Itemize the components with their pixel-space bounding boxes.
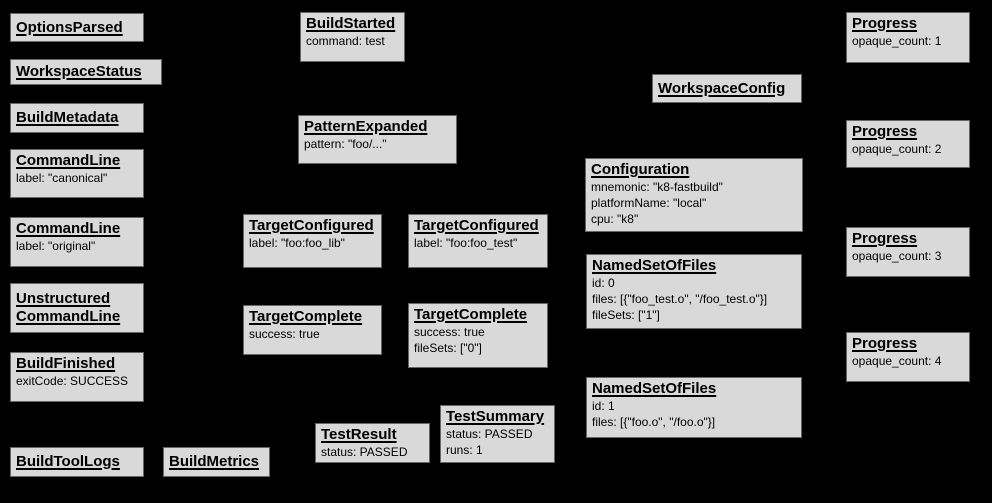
- event-node-build-metadata: BuildMetadata: [10, 103, 144, 133]
- event-node-progress-2: Progress opaque_count: 2: [846, 120, 970, 168]
- node-field: id: 1: [592, 399, 615, 413]
- event-node-build-tool-logs: BuildToolLogs: [10, 447, 144, 477]
- node-title: BuildMetadata: [16, 109, 119, 126]
- event-node-command-line-original: CommandLine label: "original": [10, 217, 144, 267]
- node-title: TestResult: [321, 426, 397, 443]
- node-title: Progress: [852, 15, 918, 32]
- node-title: TargetComplete: [414, 306, 528, 323]
- node-title: PatternExpanded: [304, 118, 428, 135]
- node-title: BuildFinished: [16, 355, 116, 372]
- node-title: BuildToolLogs: [16, 453, 120, 470]
- node-title: TestSummary: [446, 408, 545, 425]
- node-title: Configuration: [591, 161, 690, 178]
- event-node-configuration: Configuration mnemonic: "k8-fastbuild" pla…: [585, 158, 803, 232]
- event-node-test-summary: TestSummary status: PASSED runs: 1: [440, 405, 555, 463]
- node-title: NamedSetOfFiles: [592, 380, 717, 397]
- node-field: opaque_count: 4: [852, 354, 942, 368]
- node-field: success: true: [249, 327, 320, 341]
- node-field: exitCode: SUCCESS: [16, 374, 129, 388]
- node-field: opaque_count: 2: [852, 142, 942, 156]
- event-node-named-set-of-files-1: NamedSetOfFiles id: 1 files: [{"foo.o", "/…: [586, 377, 802, 438]
- node-field: opaque_count: 1: [852, 34, 942, 48]
- node-title: TargetConfigured: [414, 217, 539, 234]
- event-node-target-complete-test: TargetComplete success: true fileSets: ["0…: [408, 303, 548, 368]
- node-title: BuildStarted: [306, 15, 396, 32]
- node-title: Progress: [852, 230, 918, 247]
- node-field: status: PASSED: [321, 445, 408, 459]
- node-title: WorkspaceConfig: [658, 79, 786, 97]
- node-title: Progress: [852, 123, 918, 140]
- node-field: opaque_count: 3: [852, 249, 942, 263]
- node-title: Progress: [852, 335, 918, 352]
- event-node-build-metrics: BuildMetrics: [163, 447, 270, 477]
- event-node-target-configured-foo-lib: TargetConfigured label: "foo:foo_lib": [243, 214, 382, 268]
- node-field: mnemonic: "k8-fastbuild": [591, 180, 723, 194]
- node-field: label: "foo:foo_lib": [249, 236, 345, 250]
- node-field: command: test: [306, 34, 385, 48]
- node-field: fileSets: ["0"]: [414, 341, 482, 355]
- node-field: label: "foo:foo_test": [414, 236, 518, 250]
- node-field: cpu: "k8": [591, 212, 639, 226]
- event-node-workspace-config: WorkspaceConfig: [652, 74, 802, 103]
- event-node-progress-4: Progress opaque_count: 4: [846, 332, 970, 382]
- event-node-target-complete-lib: TargetComplete success: true: [243, 305, 382, 355]
- event-node-options-parsed: OptionsParsed: [10, 13, 144, 42]
- node-title: OptionsParsed: [16, 18, 123, 36]
- node-title: BuildMetrics: [169, 453, 260, 470]
- node-field: fileSets: ["1"]: [592, 308, 660, 322]
- node-field: label: "original": [16, 239, 96, 253]
- event-node-build-started: BuildStarted command: test: [300, 12, 405, 62]
- node-field: platformName: "local": [591, 196, 707, 210]
- event-node-command-line-canonical: CommandLine label: "canonical": [10, 149, 144, 198]
- node-field: files: [{"foo_test.o", "/foo_test.o"}]: [592, 292, 768, 306]
- event-node-progress-1: Progress opaque_count: 1: [846, 12, 970, 63]
- node-title: CommandLine: [16, 220, 121, 237]
- event-node-workspace-status: WorkspaceStatus: [10, 59, 162, 85]
- event-node-progress-3: Progress opaque_count: 3: [846, 227, 970, 277]
- node-title: NamedSetOfFiles: [592, 257, 717, 274]
- node-field: label: "canonical": [16, 171, 108, 185]
- node-field: runs: 1: [446, 443, 483, 457]
- event-node-build-finished: BuildFinished exitCode: SUCCESS: [10, 352, 144, 402]
- node-field: files: [{"foo.o", "/foo.o"}]: [592, 415, 716, 429]
- node-field: pattern: "foo/...": [304, 137, 387, 151]
- event-node-named-set-of-files-0: NamedSetOfFiles id: 0 files: [{"foo_test.o…: [586, 254, 802, 329]
- event-node-target-configured-foo-test: TargetConfigured label: "foo:foo_test": [408, 214, 548, 268]
- node-field: status: PASSED: [446, 427, 533, 441]
- node-title: TargetConfigured: [249, 217, 374, 234]
- event-node-pattern-expanded: PatternExpanded pattern: "foo/...": [298, 115, 457, 164]
- node-title: CommandLine: [16, 152, 121, 169]
- node-title: TargetComplete: [249, 308, 363, 325]
- node-title: WorkspaceStatus: [16, 63, 142, 80]
- node-field: id: 0: [592, 276, 615, 290]
- event-node-test-result: TestResult status: PASSED: [315, 423, 430, 463]
- node-field: success: true: [414, 325, 485, 339]
